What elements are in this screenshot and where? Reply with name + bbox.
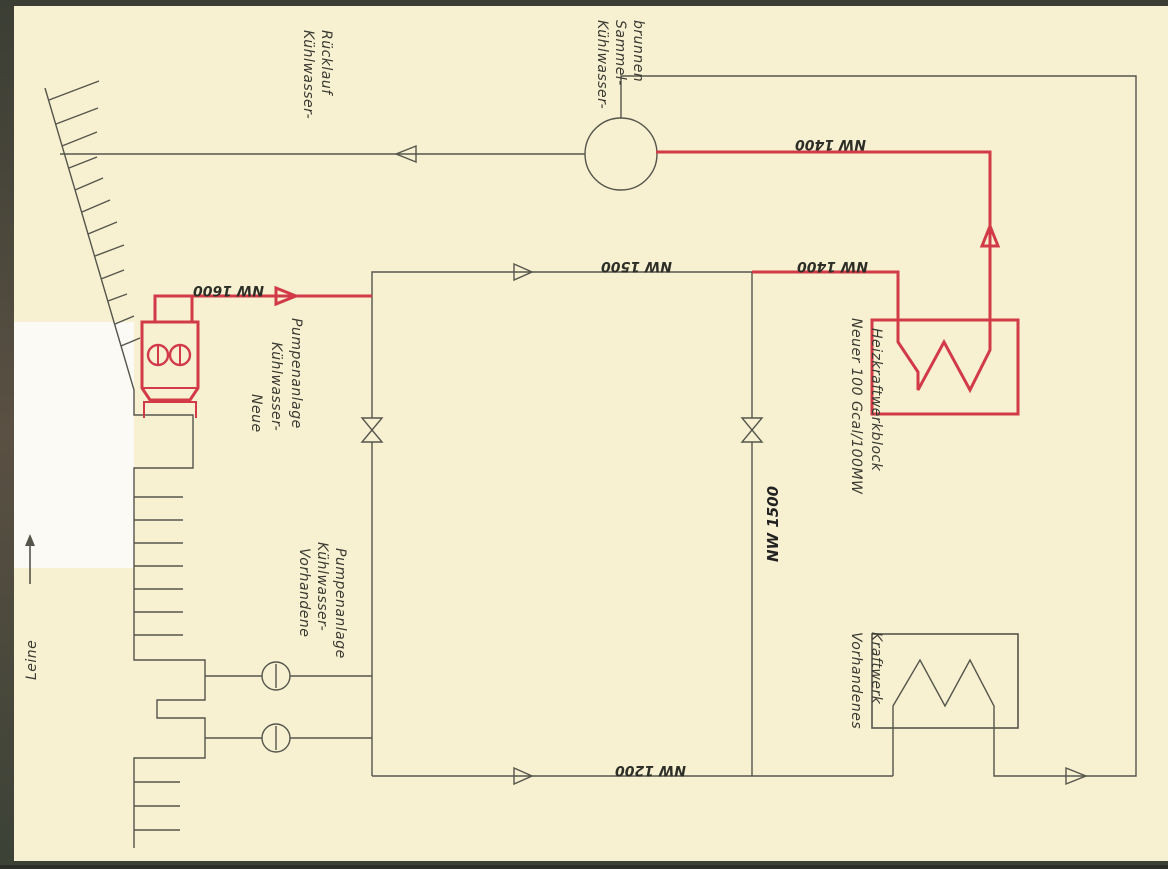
svg-text:NW 1400: NW 1400	[797, 258, 868, 274]
svg-text:Pumpenanlage: Pumpenanlage	[332, 548, 348, 659]
pipe-size-block-feed: NW 1400	[797, 258, 868, 274]
svg-text:Pumpenanlage: Pumpenanlage	[288, 318, 304, 429]
pipe-size-collector-to-block: NW 1400	[795, 136, 866, 152]
svg-text:Kühlwasser-: Kühlwasser-	[314, 542, 330, 631]
svg-text:NW 1200: NW 1200	[615, 762, 686, 778]
svg-text:Vorhandenes: Vorhandenes	[848, 632, 864, 729]
svg-text:NW 1500: NW 1500	[601, 258, 672, 274]
pipe-size-bottom-feed: NW 1200	[615, 762, 686, 778]
svg-text:Vorhandene: Vorhandene	[296, 548, 312, 637]
paper-light-patch	[14, 322, 134, 568]
svg-text:NW 1500: NW 1500	[764, 486, 782, 562]
svg-text:Kühlwasser-: Kühlwasser-	[268, 342, 284, 431]
svg-text:Rücklauf: Rücklauf	[318, 30, 334, 96]
svg-text:Neuer 100 Gcal/100MW: Neuer 100 Gcal/100MW	[848, 318, 864, 495]
svg-text:brunnen: brunnen	[630, 20, 646, 82]
svg-text:Kühlwasser-: Kühlwasser-	[300, 30, 316, 119]
svg-text:Neue: Neue	[248, 394, 264, 433]
svg-text:NW 1400: NW 1400	[795, 136, 866, 152]
river-label: Leine	[24, 640, 40, 680]
svg-text:Kühlwasser-: Kühlwasser-	[594, 20, 610, 109]
collector-well	[585, 118, 657, 190]
pipe-size-vertical: NW 1500	[764, 486, 782, 562]
svg-text:NW 1600: NW 1600	[193, 282, 264, 298]
pipe-size-pump-out: NW 1600	[193, 282, 264, 298]
pipe-size-top-feed: NW 1500	[601, 258, 672, 274]
svg-text:Heizkraftwerkblock: Heizkraftwerkblock	[868, 328, 884, 472]
river-name: Leine	[24, 640, 40, 680]
svg-text:Sammel-: Sammel-	[612, 20, 628, 86]
svg-text:Kraftwerk: Kraftwerk	[868, 632, 884, 705]
